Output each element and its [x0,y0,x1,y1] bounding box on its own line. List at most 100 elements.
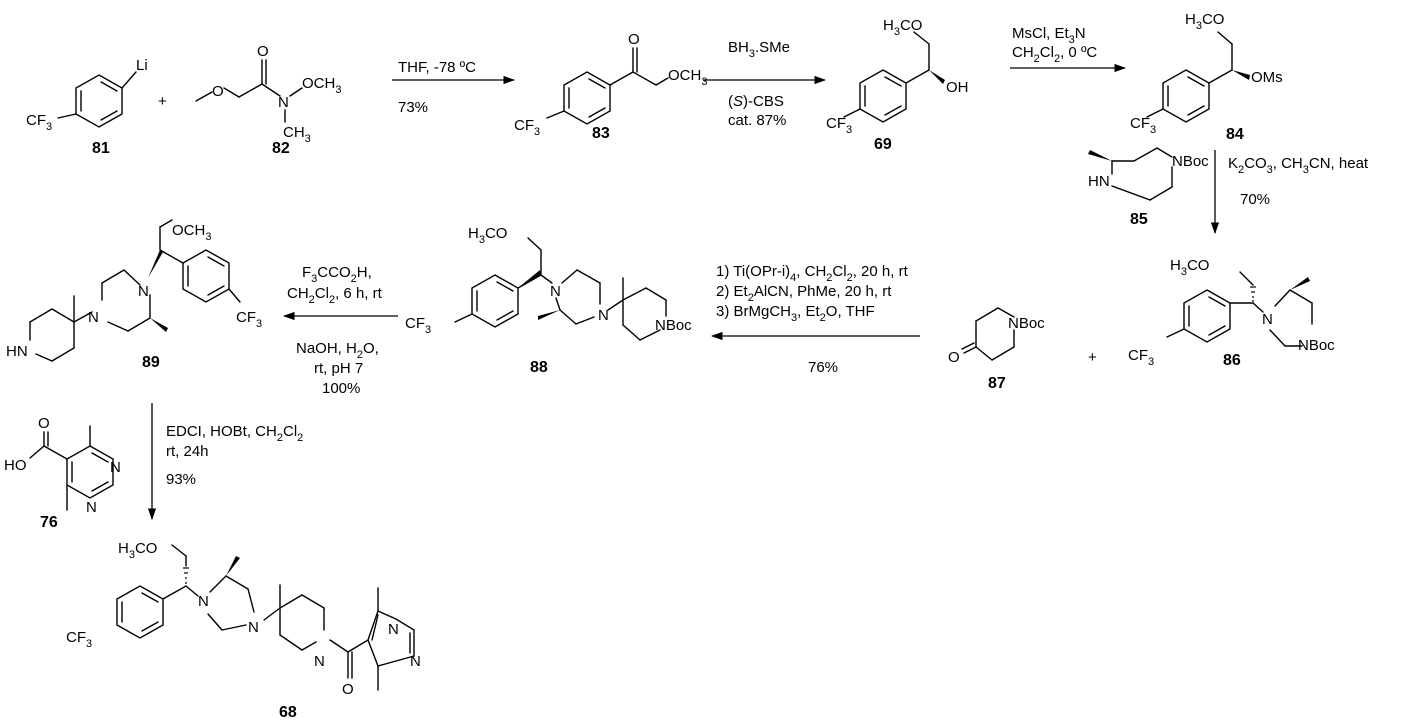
nboc-label: NBoc [655,317,692,334]
reaction-6-solvent: CH2Cl2, 6 h, rt [287,285,383,306]
compound-68: H3CO N N N O N N CF3 68 [66,540,421,721]
nboc-label: NBoc [1172,153,1209,170]
ch3-label: CH3 [283,124,311,145]
reaction-6-yield: 100% [322,380,360,397]
compound-85-structure [1088,147,1173,201]
piperazine-nitrogen-1-label: N [198,593,209,610]
h3co-label: H3CO [468,225,507,246]
compound-81-structure [57,71,137,128]
reaction-6: F3CCO2H, CH2Cl2, 6 h, rt NaOH, H2O, rt, … [282,264,398,397]
reaction-7: EDCI, HOBt, CH2Cl2 rt, 24h 93% [147,403,303,521]
nboc-label: NBoc [1008,315,1045,332]
plus-sign: + [158,93,167,110]
compound-id-87: 87 [988,375,1006,392]
lithium-label: Li [136,57,148,74]
compound-id-82: 82 [272,140,290,157]
cf3-label: CF3 [514,117,540,138]
compound-69-structure [843,31,945,123]
reaction-1: THF, -78 ºC 73% [392,59,516,116]
piperazine-nitrogen-label: N [1262,311,1273,328]
piperidine-nitrogen-label: N [314,653,325,670]
hydroxyl-label: HO [4,457,27,474]
och3-label: OCH3 [302,75,341,96]
compound-85: NBoc HN 85 [1088,147,1209,228]
h3co-label: H3CO [118,540,157,561]
amide-nitrogen-label: N [278,94,289,111]
compound-86: H3CO N NBoc CF3 86 [1128,257,1335,369]
compound-id-88: 88 [530,359,548,376]
reaction-6-reagent: F3CCO2H, [302,264,372,285]
compound-id-85: 85 [1130,211,1148,228]
compound-86-structure [1166,271,1313,347]
compound-82-structure [195,59,303,123]
reaction-7-time: rt, 24h [166,443,209,460]
cf3-label: CF3 [236,309,262,330]
reaction-5: 1) Ti(OPr-i)4, CH2Cl2, 20 h, rt 2) Et2Al… [710,263,920,376]
compound-id-86: 86 [1223,352,1241,369]
och3-label: OCH3 [172,222,211,243]
compound-68-structure [116,544,415,691]
plus-sign-2: + [1088,349,1097,366]
piperazine-nitrogen-2-label: N [88,309,99,326]
compound-id-81: 81 [92,140,110,157]
reaction-6-workup: NaOH, H2O, [296,340,379,361]
reaction-4-yield: 70% [1240,191,1270,208]
hn-label: HN [6,343,28,360]
pyrimidine-nitrogen-1-label: N [110,459,121,476]
h3co-label: H3CO [1170,257,1209,278]
reaction-2-catalyst: (S)-CBS [728,93,784,110]
cf3-label: CF3 [1130,115,1156,136]
och3-label: OCH3 [668,67,707,88]
compound-82: O O N OCH3 CH3 82 [195,43,341,157]
compound-id-89: 89 [142,354,160,371]
pyrimidine-nitrogen-2-label: N [86,499,97,516]
h3co-label: H3CO [1185,11,1224,32]
ketone-oxygen-label: O [948,349,960,366]
compound-84-structure [1146,31,1250,123]
hydroxyl-label: OH [946,79,969,96]
compound-id-83: 83 [592,125,610,142]
nboc-label: NBoc [1298,337,1335,354]
compound-id-76: 76 [40,514,58,531]
compound-87-structure [961,307,1015,361]
reaction-4-conditions: K2CO3, CH3CN, heat [1228,155,1369,176]
compound-83: O OCH3 CF3 83 [514,31,707,142]
compound-88-structure [454,237,667,341]
reaction-5-step-2: 2) Et2AlCN, PhMe, 20 h, rt [716,283,892,304]
compound-76-structure [29,425,114,511]
carbonyl-oxygen-label: O [257,43,269,60]
carbonyl-oxygen-label: O [628,31,640,48]
h3co-label: H3CO [883,17,922,38]
reaction-3: MsCl, Et3N CH2Cl2, 0 ºC [1010,25,1127,73]
reaction-1-conditions: THF, -78 ºC [398,59,476,76]
reaction-5-step-3: 3) BrMgCH3, Et2O, THF [716,303,875,324]
ether-oxygen-label: O [212,83,224,100]
amide-oxygen-label: O [342,681,354,698]
cf3-label: CF3 [26,112,52,133]
compound-84: H3CO OMs CF3 84 [1130,11,1283,143]
compound-81: Li CF3 81 [26,57,148,157]
compound-88: H3CO N N NBoc CF3 88 [405,225,692,376]
reaction-2-yield: cat. 87% [728,112,786,129]
compound-89-structure [29,219,241,362]
compound-76: O HO N N 76 [4,415,121,531]
reaction-2-reagent: BH3.SMe [728,39,790,60]
mesylate-label: OMs [1251,69,1283,86]
reaction-3-reagents: MsCl, Et3N [1012,25,1086,46]
compound-87: O NBoc 87 [948,307,1045,392]
reaction-7-reagents: EDCI, HOBt, CH2Cl2 [166,423,303,444]
pyrimidine-nitrogen-1-label: N [388,621,399,638]
reaction-3-solvent: CH2Cl2, 0 ºC [1012,44,1097,65]
cf3-label: CF3 [826,115,852,136]
compound-69: H3CO OH CF3 69 [826,17,969,153]
cf3-label: CF3 [405,315,431,336]
piperazine-nitrogen-2-label: N [248,619,259,636]
compound-89: OCH3 N N HN CF3 89 [6,219,262,371]
hn-label: HN [1088,173,1110,190]
cf3-label: CF3 [1128,347,1154,368]
piperazine-nitrogen-2-label: N [598,307,609,324]
reaction-7-yield: 93% [166,471,196,488]
reaction-2: BH3.SMe (S)-CBS cat. 87% [703,39,827,129]
reaction-5-yield: 76% [808,359,838,376]
